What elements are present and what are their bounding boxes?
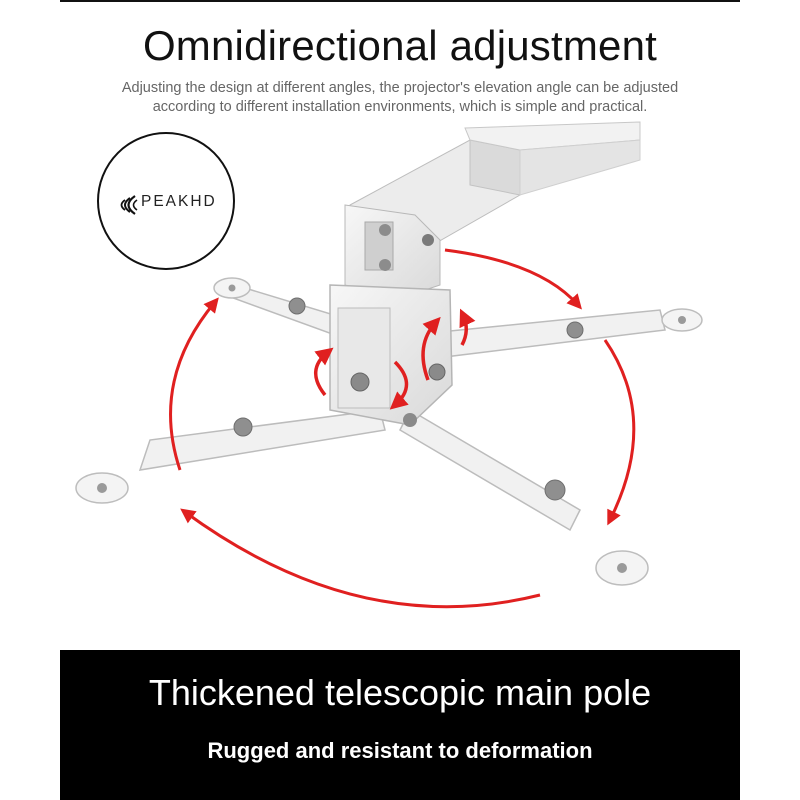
foot-holes [97, 284, 686, 573]
mounting-arms [138, 284, 666, 532]
tilt-bracket [344, 204, 441, 301]
page-title: Omnidirectional adjustment [142, 22, 658, 69]
top-divider [60, 0, 740, 2]
banner-title: Thickened telescopic main pole [148, 672, 652, 713]
brand-name: PEAKHD [141, 193, 217, 210]
feature-banner: Thickened telescopic main pole Rugged an… [60, 650, 740, 800]
central-hub [329, 284, 453, 427]
telescopic-pole [349, 121, 641, 256]
arm-screws [233, 297, 584, 501]
peakhd-wave-icon [120, 195, 138, 215]
banner-subtitle: Rugged and resistant to deformation [207, 738, 593, 763]
description-text: Adjusting the design at different angles… [121, 80, 679, 115]
projector-mount-illustration [75, 121, 703, 609]
rotation-arrows [169, 248, 636, 609]
tilt-arrows [314, 308, 476, 410]
brand-logo-badge: PEAKHD [97, 132, 235, 270]
